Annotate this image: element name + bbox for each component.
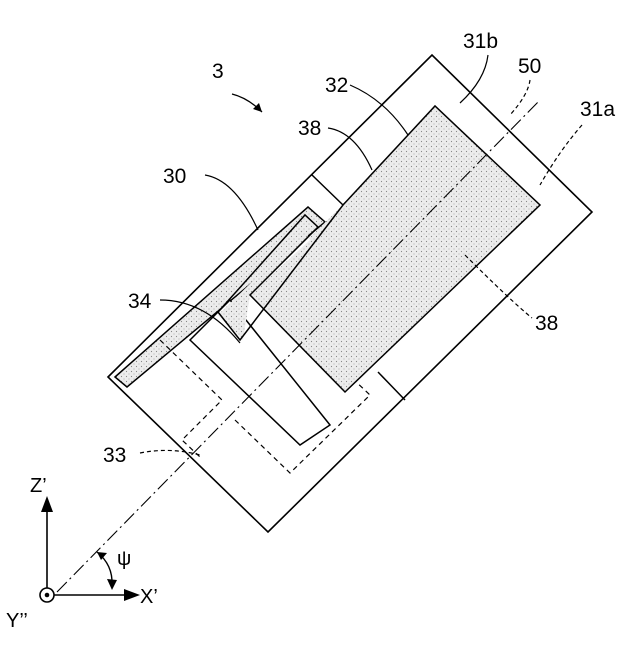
reference-numeral-3: 3 <box>212 60 224 83</box>
axis-label-x: X’ <box>140 586 158 608</box>
axis-line-50 <box>57 100 540 592</box>
axis-label-z: Z’ <box>30 475 47 497</box>
label-30: 30 <box>163 165 186 188</box>
label-38-lower: 38 <box>535 312 558 335</box>
leader-3-arrow <box>253 103 262 112</box>
label-38-upper: 38 <box>298 117 321 140</box>
axis-label-y: Y’’ <box>6 610 28 632</box>
label-31a: 31a <box>580 98 615 121</box>
angle-label-psi: ψ <box>117 548 131 570</box>
label-32: 32 <box>325 74 348 97</box>
label-34: 34 <box>128 290 152 313</box>
label-33: 33 <box>103 444 126 467</box>
leader-30 <box>205 175 258 230</box>
leader-50 <box>510 80 530 115</box>
label-31b: 31b <box>463 30 498 53</box>
label-50: 50 <box>518 55 541 78</box>
